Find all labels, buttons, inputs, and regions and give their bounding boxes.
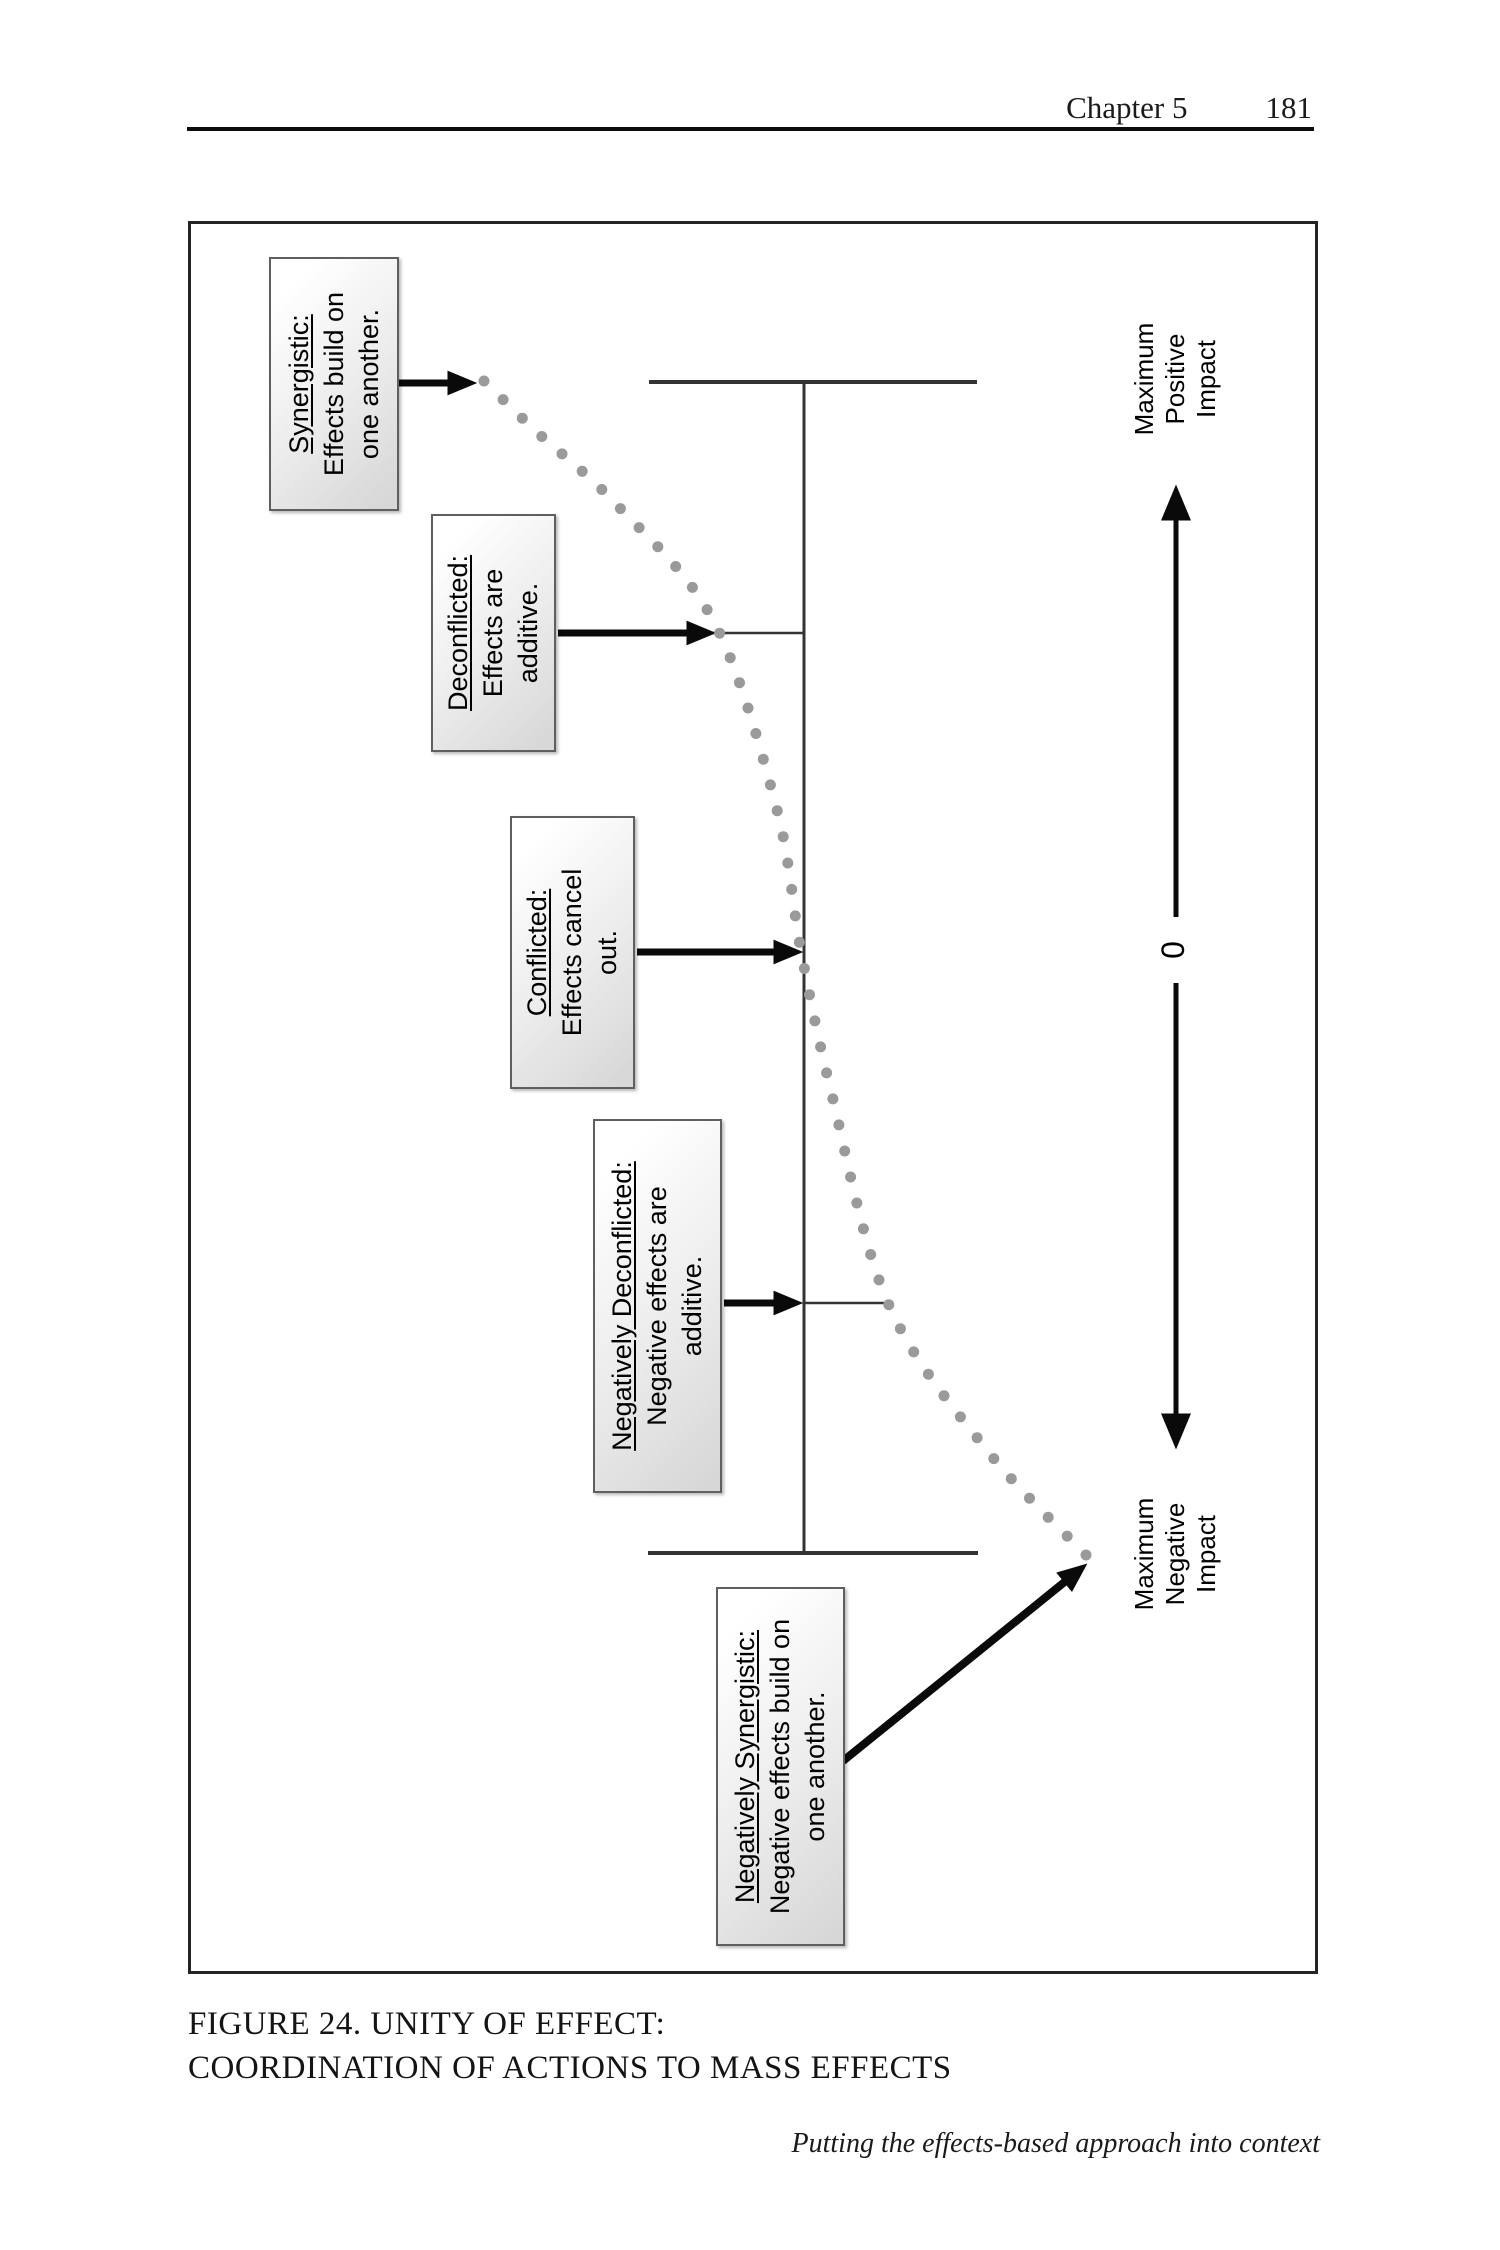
curve-dot	[839, 1145, 851, 1157]
curve-dot	[809, 1015, 821, 1027]
curve-dot	[1061, 1530, 1073, 1542]
curve-dot	[938, 1390, 950, 1402]
curve-dot	[873, 1274, 885, 1286]
curve-dot	[793, 936, 805, 948]
box-conflicted-line2: out.	[592, 929, 622, 976]
curve-dot	[782, 857, 794, 869]
running-head: Chapter 5 181	[190, 90, 1312, 126]
curve-dot	[771, 805, 783, 817]
curve-dot	[857, 1223, 869, 1235]
curve-dot	[614, 503, 626, 515]
curve-dot	[596, 484, 608, 495]
curve-dot	[757, 753, 769, 765]
rotated-diagram: Synergistic: Effects build on one anothe…	[191, 224, 1315, 1971]
box-conflicted-title: Conflicted:	[522, 888, 552, 1017]
box-negatively-synergistic-line1: Negative effects build on	[765, 1618, 795, 1915]
curve-dot	[1042, 1511, 1054, 1523]
curve-dot	[786, 883, 798, 895]
box-negatively-synergistic: Negatively Synergistic: Negative effects…	[716, 1587, 845, 1946]
curve-dot	[633, 522, 645, 534]
curve-dot	[724, 652, 736, 664]
curve-dot	[686, 581, 698, 593]
curve-dot	[701, 604, 713, 616]
curve-dot	[988, 1453, 1000, 1465]
curve-dot	[798, 963, 810, 974]
curve-dot	[516, 412, 528, 424]
header-rule	[187, 127, 1314, 131]
curve-dot	[865, 1249, 877, 1260]
curve-dot	[714, 627, 726, 639]
box-negatively-deconflicted: Negatively Deconflicted: Negative effect…	[593, 1119, 722, 1493]
curve-dot	[576, 465, 588, 477]
curve-dot	[908, 1346, 920, 1358]
curve-dot	[750, 728, 762, 739]
curve-dot	[789, 910, 801, 922]
diagram-linework	[397, 370, 1191, 1765]
curve-dot	[536, 431, 548, 442]
curve-dot	[971, 1432, 983, 1444]
curve-dot	[804, 989, 815, 1001]
curve-dot	[827, 1093, 839, 1105]
curve-dot	[894, 1323, 906, 1335]
max-positive-line1: Maximum	[1129, 322, 1159, 436]
box-deconflicted: Deconflicted: Effects are additive.	[431, 514, 556, 752]
label-zero: 0	[1155, 941, 1191, 959]
box-conflicted: Conflicted: Effects cancel out.	[510, 816, 635, 1089]
effect-curve-dots	[478, 375, 1092, 1561]
curve-dot	[652, 541, 664, 553]
arrow-neg-synergistic	[840, 1563, 1088, 1765]
curve-dot	[821, 1067, 833, 1079]
curve-dot	[777, 831, 789, 843]
box-negatively-deconflicted-line1: Negative effects are	[642, 1186, 672, 1426]
box-deconflicted-title: Deconflicted:	[443, 554, 473, 712]
page-number: 181	[1265, 90, 1313, 125]
curve-dot	[845, 1171, 857, 1183]
label-max-negative-impact: Maximum Negative Impact	[1129, 1454, 1222, 1654]
box-negatively-deconflicted-title: Negatively Deconflicted:	[607, 1161, 637, 1451]
curve-dot	[833, 1119, 845, 1131]
box-negatively-deconflicted-line2: additive.	[677, 1255, 707, 1357]
curve-dot	[954, 1411, 966, 1423]
max-positive-line2: Positive	[1160, 333, 1190, 425]
max-negative-line2: Negative	[1160, 1502, 1190, 1606]
curve-dot	[764, 779, 776, 791]
figure-caption: FIGURE 24. UNITY OF EFFECT: COORDINATION…	[188, 2002, 952, 2090]
curve-dot	[1080, 1549, 1092, 1561]
figure-caption-line2: COORDINATION OF ACTIONS TO MASS EFFECTS	[188, 2050, 952, 2086]
max-positive-line3: Impact	[1191, 339, 1221, 419]
box-negatively-synergistic-line2: one another.	[800, 1691, 830, 1842]
box-conflicted-line1: Effects cancel	[557, 868, 587, 1037]
max-negative-line1: Maximum	[1129, 1497, 1159, 1611]
curve-dot	[497, 394, 509, 406]
curve-dot	[734, 677, 745, 689]
curve-dot	[1024, 1492, 1035, 1504]
chapter-label: Chapter 5	[1066, 90, 1188, 125]
max-negative-line3: Impact	[1191, 1514, 1221, 1594]
curve-dot	[1005, 1473, 1017, 1485]
curve-dot	[742, 702, 754, 714]
curve-dot	[922, 1368, 934, 1380]
box-negatively-synergistic-title: Negatively Synergistic:	[730, 1629, 760, 1904]
box-deconflicted-line1: Effects are	[478, 568, 508, 698]
curve-dot	[556, 448, 568, 460]
box-synergistic: Synergistic: Effects build on one anothe…	[269, 257, 399, 511]
curve-dot	[815, 1041, 827, 1053]
box-synergistic-line1: Effects build on	[318, 291, 349, 477]
box-synergistic-title: Synergistic:	[283, 314, 314, 454]
curve-dot	[670, 561, 682, 572]
box-deconflicted-line2: additive.	[513, 582, 543, 684]
box-synergistic-line2: one another.	[353, 308, 384, 460]
curve-dot	[883, 1299, 895, 1311]
curve-dot	[851, 1197, 863, 1209]
figure-caption-line1: FIGURE 24. UNITY OF EFFECT:	[188, 2006, 666, 2042]
label-max-positive-impact: Maximum Positive Impact	[1129, 279, 1222, 479]
curve-dot	[478, 375, 490, 387]
figure-frame: Synergistic: Effects build on one anothe…	[188, 221, 1318, 1974]
section-footer-note: Putting the effects-based approach into …	[791, 2128, 1321, 2159]
